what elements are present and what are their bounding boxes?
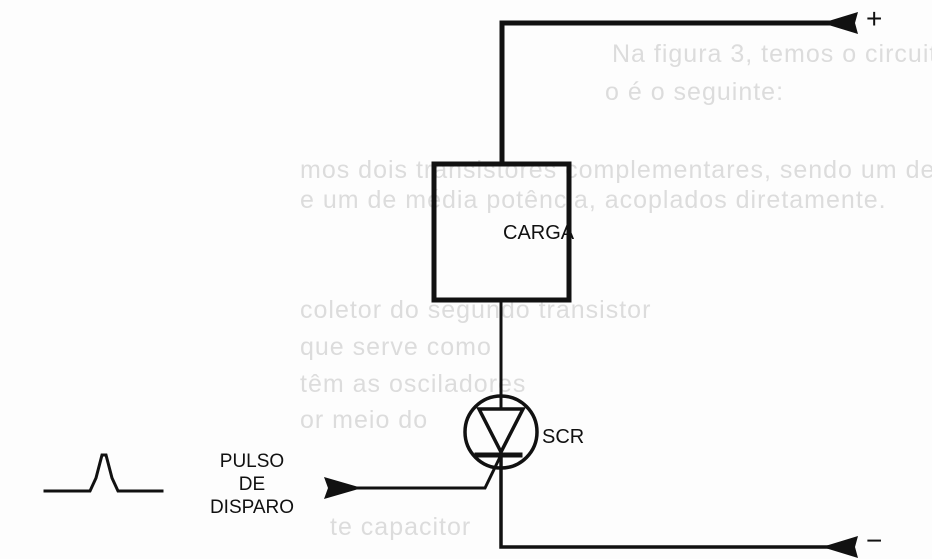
trigger-label-line2: DE [238,474,266,495]
positive-arrow-icon [822,12,858,34]
bleed-text-line: e um de média potência, acoplados direta… [300,186,887,214]
trigger-label-line1: PULSO [219,451,285,472]
positive-wire [499,20,843,166]
bleed-text-line: Na figura 3, temos o circuito básico des… [612,40,932,68]
negative-terminal-label: − [866,525,883,556]
load-label: CARGA [503,222,575,244]
bleed-text-line: o é o seguinte: [605,78,785,106]
scr-label: SCR [542,426,585,448]
bleed-text-line: or meio do [300,406,429,434]
negative-wire [499,453,842,549]
positive-terminal-label: + [866,3,883,34]
scr-triangle [476,407,526,456]
bleed-text-line: te capacitor [330,513,472,541]
bleed-text-line: mos dois transistores complementares, se… [300,156,932,184]
negative-arrow-icon [822,536,858,558]
gate-arrow-icon [324,477,362,499]
trigger-label-line3: DISPARO [209,497,295,518]
pulse-waveform [43,453,164,493]
gate-wire [338,452,504,490]
bleed-text-line: que serve como [300,333,492,361]
bleed-text-line: têm as osciladores [300,370,527,398]
